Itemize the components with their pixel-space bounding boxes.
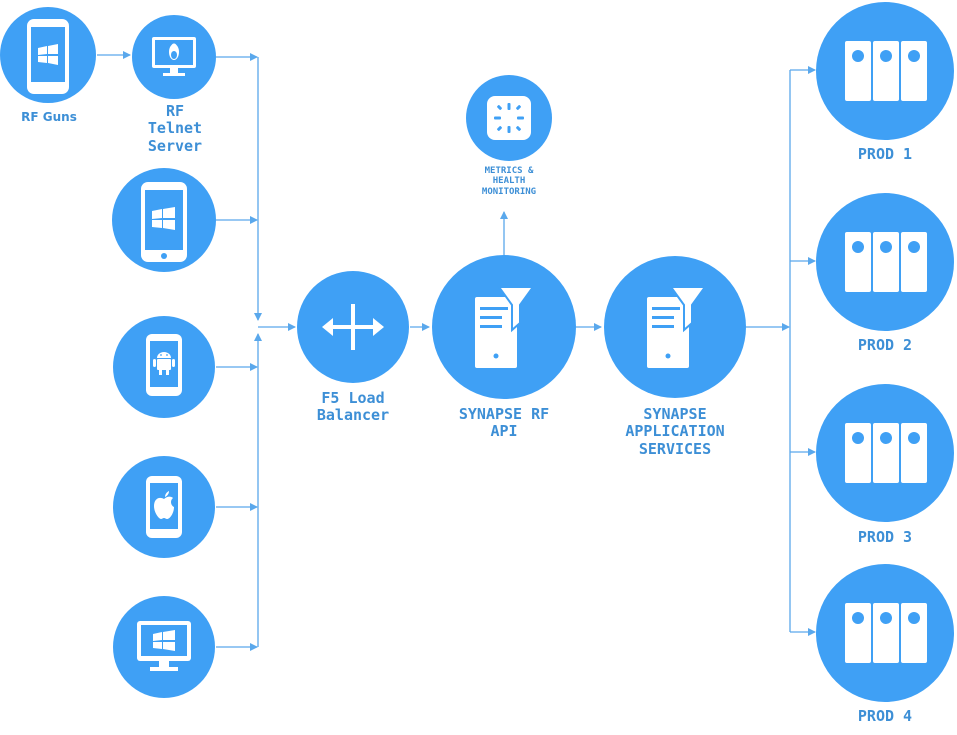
windows-phone-icon [141,182,187,262]
label-rf-telnet-server: RF Telnet Server [147,102,203,155]
apple-phone-icon [146,476,182,538]
node-prod-1 [816,2,954,140]
node-client-apple [113,456,215,558]
server-rack-icon [845,603,927,663]
node-client-windows-monitor [113,596,215,698]
server-funnel-icon [647,286,707,368]
linux-monitor-icon [152,37,196,76]
spinner-icon [487,96,531,140]
connectors [97,51,816,651]
node-rf-telnet-server [132,15,216,99]
windows-phone-icon [27,19,69,94]
server-rack-icon [845,423,927,483]
label-prod-3: PROD 3 [857,528,913,546]
node-synapse-app-services [604,256,746,398]
server-funnel-icon [475,286,535,368]
windows-monitor-icon [137,621,191,671]
node-prod-3 [816,384,954,522]
node-prod-2 [816,193,954,331]
label-synapse-rf-api: SYNAPSE RF API [458,405,550,441]
node-metrics-monitoring [466,75,552,161]
label-prod-4: PROD 4 [857,707,913,725]
node-f5-load-balancer [297,271,409,383]
label-f5-load-balancer: F5 Load Balancer [316,389,390,425]
android-phone-icon [146,334,182,396]
node-client-android [113,316,215,418]
node-client-windows-phone [112,168,216,272]
label-prod-2: PROD 2 [857,336,913,354]
label-metrics-monitoring: METRICS & HEALTH MONITORING [481,166,537,197]
label-synapse-app-services: SYNAPSE APPLICATION SERVICES [625,405,725,458]
four-arrows-icon [322,304,384,350]
label-prod-1: PROD 1 [857,145,913,163]
node-prod-4 [816,564,954,702]
node-synapse-rf-api [432,255,576,399]
server-rack-icon [845,232,927,292]
label-rf-guns: RF Guns [21,110,77,124]
server-rack-icon [845,41,927,101]
node-rf-guns [0,7,96,103]
